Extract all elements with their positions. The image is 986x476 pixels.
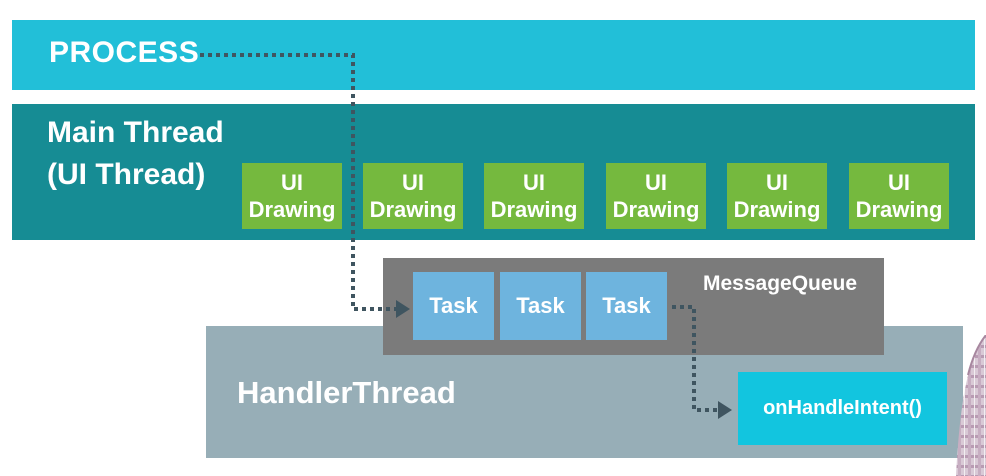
main-thread-bar: Main Thread (UI Thread) UI Drawing UI Dr…	[12, 104, 975, 240]
ui-drawing-line1: UI	[766, 170, 788, 195]
ui-drawing-box: UI Drawing	[363, 163, 463, 229]
ui-drawing-line1: UI	[523, 170, 545, 195]
ui-drawing-line2: Drawing	[369, 197, 457, 222]
message-queue-label: MessageQueue	[703, 272, 858, 295]
task-label: Task	[516, 293, 565, 318]
ui-drawing-line1: UI	[281, 170, 303, 195]
ui-drawing-line2: Drawing	[490, 197, 578, 222]
on-handle-intent-box: onHandleIntent()	[738, 372, 947, 445]
main-thread-label: Main Thread (UI Thread)	[47, 116, 224, 191]
ui-drawing-line1: UI	[402, 170, 424, 195]
task-box: Task	[586, 272, 667, 340]
ui-drawing-line2: Drawing	[855, 197, 943, 222]
task-label: Task	[602, 293, 651, 318]
ui-drawing-line2: Drawing	[612, 197, 700, 222]
ui-drawing-box: UI Drawing	[606, 163, 706, 229]
ui-drawing-box: UI Drawing	[242, 163, 342, 229]
handler-thread-label: HandlerThread	[237, 375, 456, 410]
presenter-partial-image	[948, 335, 986, 476]
presenter-shirt-graphic	[956, 335, 986, 476]
ui-drawing-line1: UI	[888, 170, 910, 195]
task-box: Task	[413, 272, 494, 340]
ui-drawing-box: UI Drawing	[849, 163, 949, 229]
ui-drawing-box: UI Drawing	[484, 163, 584, 229]
ui-drawing-line1: UI	[645, 170, 667, 195]
task-box: Task	[500, 272, 581, 340]
process-label: PROCESS	[49, 36, 200, 69]
on-handle-intent-label: onHandleIntent()	[763, 397, 922, 419]
message-queue: Task Task Task MessageQueue	[383, 258, 884, 355]
process-bar: PROCESS	[12, 20, 975, 90]
task-label: Task	[429, 293, 478, 318]
ui-drawing-line2: Drawing	[248, 197, 336, 222]
ui-drawing-box: UI Drawing	[727, 163, 827, 229]
ui-drawing-line2: Drawing	[733, 197, 821, 222]
